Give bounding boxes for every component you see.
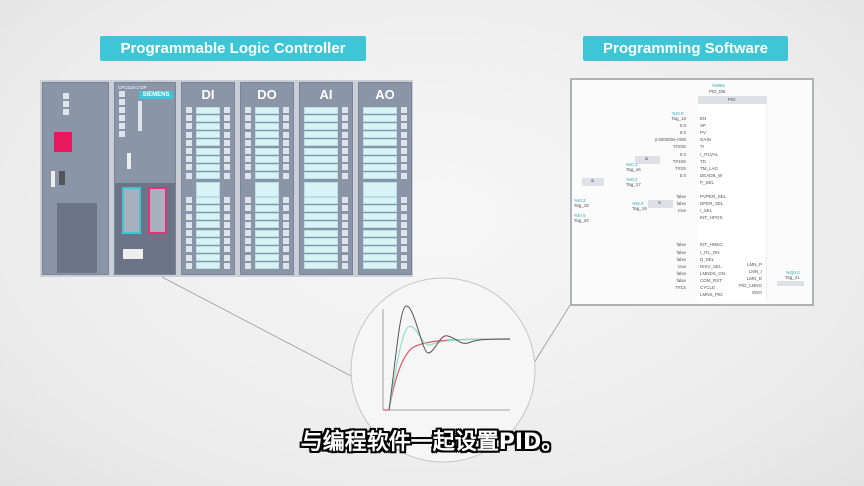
subtitle-caption: 与编程软件一起设置PID。 [300,430,564,455]
pid-input-value[interactable]: false [676,194,686,199]
pid-input-value[interactable]: Tag_15 [671,116,686,121]
pid-output-pin: LMN_P [746,262,762,267]
module-label: DI [201,87,215,102]
pid-input-pin: DEADB_W [700,172,723,178]
pid-input-pin: LMNS_PID [700,292,723,298]
pid-input-value[interactable]: false [676,270,686,276]
pid-input-pin: INT_HPOS [700,215,723,221]
dp-port[interactable] [148,187,167,234]
pid-input-value[interactable]: false [676,256,686,262]
pid-input-pin: DISV_SEL [700,263,722,269]
pid-output-pin: PID_LMNG [738,283,762,289]
pid-input-pin: D_SEL [700,256,715,262]
cpu-module: CPU315-2 DP SIEMENS [114,82,176,275]
pid-input-value[interactable]: 0.0 [679,123,686,129]
pid-input-value[interactable]: T#10S [672,158,686,164]
pid-input-pin: EN [700,116,707,121]
pid-input-pin: I_ITLVAL [700,151,719,157]
plc-rack: CPU315-2 DP SIEMENS DI DO AI AO [40,80,413,277]
pid-input-value[interactable]: true [678,208,686,214]
plc-connector-line [159,275,356,379]
pid-input-value[interactable]: false [676,242,686,248]
pid-input-pin: PV [700,130,707,136]
pid-input-value[interactable]: false [676,249,686,255]
pid-input-value[interactable]: T#2S [675,165,686,171]
pid-input-pin: TM_LAG [700,165,719,171]
pid-input-pin: TD [700,158,706,164]
mid-response-line [388,325,511,411]
pid-input-value[interactable]: 2.000000e+000 [654,137,686,143]
pid-input-value[interactable]: T#20S [672,144,686,150]
pid-input-value[interactable]: 0.0 [679,130,686,136]
pid-input-pin: PVPER_SEL [700,194,727,199]
pid-output-pin: LMN_D [746,276,762,282]
mode-switch[interactable] [127,153,131,169]
pid-input-pin: TI [700,144,704,150]
power-supply-module [42,82,109,275]
mpi-port[interactable] [122,187,141,234]
pid-input-value[interactable]: false [676,277,686,283]
io-module-ao: AO [358,82,412,275]
pid-input-value[interactable]: false [676,201,686,207]
pid-input-pin: CYCLE [700,285,716,290]
siemens-logo: SIEMENS [139,91,173,99]
power-switch[interactable] [51,171,55,187]
pid-block [698,104,767,302]
module-label: AI [319,87,333,102]
software-title-badge: Programming Software [583,36,788,61]
pid-input-pin: I_SEL [700,208,713,214]
module-label: DO [257,87,277,102]
io-module-do: DO [240,82,294,275]
plc-title-badge: Programmable Logic Controller [100,36,366,61]
pid-input-value[interactable]: 0.0 [679,151,686,157]
io-module-ai: AI [299,82,353,275]
pid-input-pin: COM_RST [700,277,723,283]
pid-input-value[interactable]: true [678,263,686,269]
software-connector-line [531,301,573,367]
module-label: AO [375,87,395,102]
pid-block-header: PID [698,96,767,104]
pid-input-pin: LMNDS_ON [700,270,726,276]
pid-input-pin: SP [700,123,707,129]
pid-input-pin: INT_HNEG [700,242,723,248]
pid-output-pin: LMN_I [748,269,762,275]
pid-input-pin: DPER_SEL [700,201,724,207]
ethernet-ports[interactable] [123,249,143,259]
chart-circle [350,277,536,463]
pid-output-pin: ENO [752,290,762,296]
pid-input-pin: P_SEL [700,179,715,185]
pid-response-chart [350,277,536,463]
io-module-di: DI [181,82,235,275]
overshoot-response-line [388,305,511,411]
pid-input-pin: GAIN [700,137,712,143]
pid-input-value[interactable]: 0.0 [679,172,686,178]
pid-input-value[interactable]: T#1S [675,285,686,290]
reset-button[interactable] [54,132,72,152]
pid-input-pin: I_ITL_ON [700,249,720,255]
